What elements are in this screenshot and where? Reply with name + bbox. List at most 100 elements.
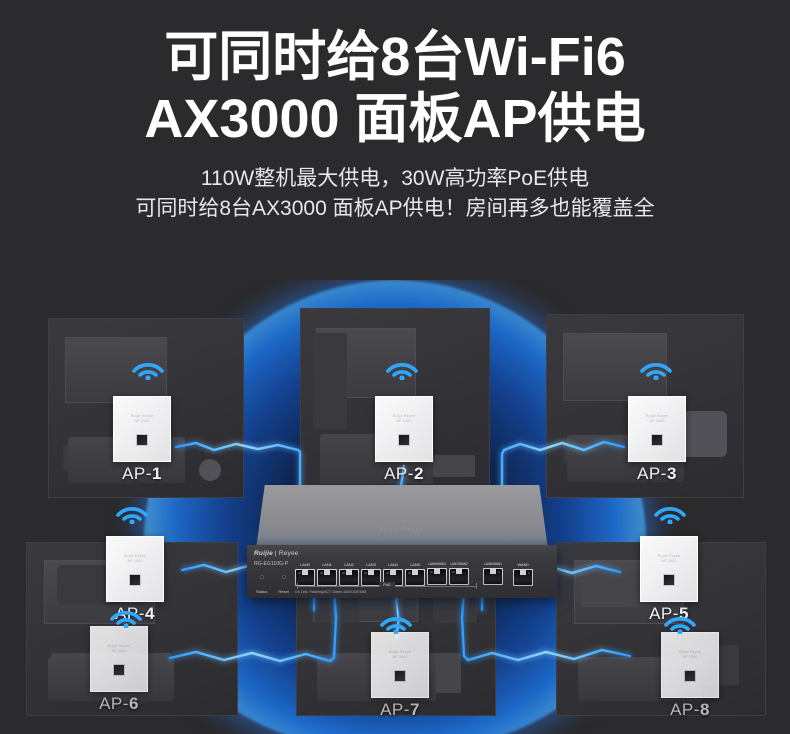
ap-label: AP-6 — [99, 694, 139, 713]
rj45-port[interactable] — [361, 568, 381, 586]
poe-switch-device[interactable]: Ruijie Reyee Ruijie | Reyee RG-EG110G-P … — [247, 485, 557, 603]
furniture — [313, 333, 347, 429]
ap-label: AP-7 — [380, 700, 420, 719]
port-label: WAN0 — [517, 562, 529, 567]
ap-ethernet-port — [394, 670, 406, 683]
port-slot[interactable]: LAN5 — [405, 562, 425, 586]
poe-range-indicator: PoE — [297, 582, 477, 589]
port-label: LAN6/WAN3 — [428, 562, 446, 566]
wifi-signal-icon — [386, 363, 418, 380]
port-label: LAN2 — [344, 562, 354, 567]
rj45-port[interactable] — [483, 567, 503, 585]
port-label: LAN1 — [322, 562, 332, 567]
rj45-port[interactable] — [427, 567, 447, 585]
rj45-port[interactable] — [295, 568, 315, 586]
port-slot[interactable]: LAN7/WAN2 — [449, 562, 469, 586]
port-slot[interactable]: LAN8/WAN1 — [483, 562, 503, 586]
ap-ethernet-port — [129, 574, 141, 587]
promo-header: 可同时给8台Wi-Fi6 AX3000 面板AP供电 110W整机最大供电，30… — [0, 0, 790, 280]
ap-ethernet-port — [684, 670, 696, 683]
port-label: LAN3 — [366, 562, 376, 567]
ap-ethernet-port — [398, 434, 410, 447]
switch-brand: Ruijie | Reyee — [254, 550, 299, 557]
ap-ethernet-port — [663, 574, 675, 587]
port-label: LAN7/WAN2 — [450, 562, 468, 566]
subtitle-block: 110W整机最大供电，30W高功率PoE供电 可同时给8台AX3000 面板AP… — [0, 150, 790, 224]
rj45-port[interactable] — [339, 568, 359, 586]
subtitle-line-2: 可同时给8台AX3000 面板AP供电！房间再多也能覆盖全 — [135, 197, 655, 220]
port-slot[interactable]: WAN0 — [513, 562, 533, 586]
room-laundry-right — [546, 314, 744, 498]
rj45-port[interactable] — [317, 568, 337, 586]
page-title-line-2: AX3000 面板AP供电 — [144, 89, 646, 149]
port-label: LAN8/WAN1 — [484, 562, 502, 566]
page-title-line-1: 可同时给8台Wi-Fi6 — [164, 27, 626, 87]
poe-port-bank: LAN0 LAN1 LAN2 LAN3 LAN4 LAN5 LAN6/WAN3 … — [295, 562, 469, 586]
rj45-port[interactable] — [513, 568, 533, 586]
wifi-signal-icon — [110, 611, 142, 628]
ap-label: AP-3 — [637, 464, 677, 483]
wan-port-bank: LAN8/WAN1 WAN0 — [483, 562, 533, 586]
port-slot[interactable]: LAN3 — [361, 562, 381, 586]
rj45-port[interactable] — [383, 568, 403, 586]
ap-label: AP-5 — [649, 604, 689, 623]
rj45-port[interactable] — [405, 568, 425, 586]
wifi-signal-icon — [132, 363, 164, 380]
reset-label: Reset — [278, 589, 289, 594]
switch-indicator-group: Status Reset — [256, 575, 289, 598]
switch-embossed-brand: Ruijie Reyee — [379, 525, 425, 531]
wifi-signal-icon — [664, 617, 696, 634]
ap-label: AP-8 — [670, 700, 710, 719]
ap-label: AP-2 — [384, 464, 424, 483]
port-slot[interactable]: LAN6/WAN3 — [427, 562, 447, 586]
furniture — [681, 411, 727, 457]
port-slot[interactable]: LAN1 — [317, 562, 337, 586]
wifi-signal-icon — [640, 363, 672, 380]
reset-hole-icon — [281, 575, 286, 579]
ap-ethernet-port — [113, 664, 125, 677]
switch-legend-note: On Link: Flashing/ACT Green:1000/100/10M — [295, 590, 367, 594]
switch-top-cover: Ruijie Reyee — [256, 485, 548, 549]
reset-button[interactable]: Reset — [278, 575, 289, 598]
ap-label: AP-1 — [122, 464, 162, 483]
subtitle-line-1: 110W整机最大供电，30W高功率PoE供电 — [200, 167, 590, 190]
furniture — [199, 459, 221, 481]
wifi-signal-icon — [116, 507, 148, 524]
port-slot[interactable]: LAN4 — [383, 562, 403, 586]
poe-label: PoE — [379, 582, 395, 587]
port-slot[interactable]: LAN0 — [295, 562, 315, 586]
furniture — [581, 577, 651, 607]
ap-ethernet-port — [136, 434, 148, 447]
rj45-port[interactable] — [449, 567, 469, 585]
port-slot[interactable]: LAN2 — [339, 562, 359, 586]
switch-front-panel: Ruijie | Reyee RG-EG110G-P Status Reset … — [247, 545, 557, 598]
status-led: Status — [256, 575, 267, 598]
port-label: LAN0 — [300, 562, 310, 567]
led-dot-icon — [259, 575, 264, 579]
